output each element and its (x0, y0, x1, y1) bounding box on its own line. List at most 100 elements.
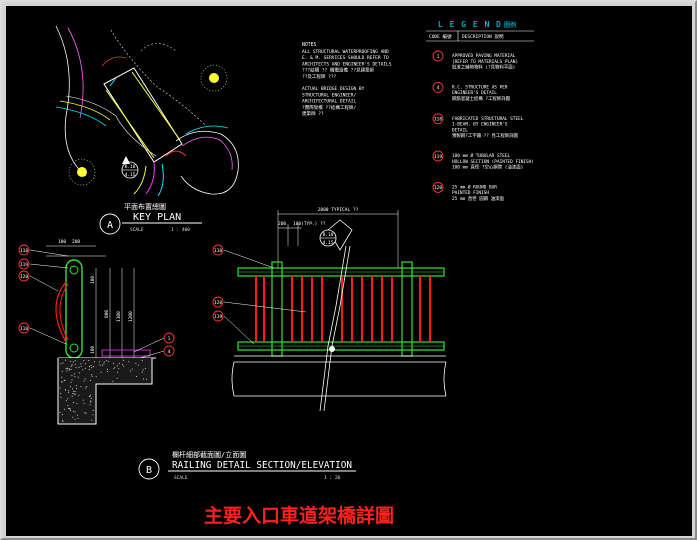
tree-symbol (68, 158, 96, 186)
concrete-hatch (59, 359, 147, 422)
elevation-tags: 118 120 119 (212, 244, 224, 322)
callout-tag: 120 (212, 296, 224, 308)
detail-title-cn: 欄杆細部截面圖/立面圖 (172, 450, 246, 459)
legend-item-line: DETAIL (452, 127, 468, 133)
legend-col-description: DESCRIPTION 說明 (462, 33, 504, 40)
cad-drawing-canvas[interactable]: B.10 4.15 A 平面布置總圖 KEY PLAN SCALE 1 : 40… (6, 6, 692, 536)
legend-item-line: R.C. STRUCTURE AS PER (452, 84, 508, 90)
callout-tag-label: 118 (20, 326, 29, 332)
dim-200: 200 (278, 221, 286, 227)
section-post (65, 259, 83, 359)
callout-tag: 119 (212, 310, 224, 322)
detail-callout-circle (138, 458, 160, 480)
notes-block: NOTES ALL STRUCTURAL WATERPROOFING ANDE.… (302, 42, 392, 117)
legend-item-line: (REFER TO MATERIALS PLAN) (452, 59, 518, 65)
detail-scale-value: 1 : 20 (324, 475, 341, 481)
detail-label: B (146, 465, 152, 476)
callout-tag-label: 118 (20, 248, 29, 254)
sec-dim-100a: 100 (90, 276, 96, 284)
key-plan-scale-label: SCALE (130, 227, 144, 233)
sec-dim-1200: 1200 (128, 311, 134, 322)
legend-title-cn: 圖例 (504, 21, 516, 29)
key-plan: B.10 4.15 A 平面布置總圖 KEY PLAN SCALE 1 : 40… (55, 25, 239, 235)
legend-item-line: 鋼筋混凝土結構 ?工程師詳圖 (452, 95, 511, 102)
sec-dim-1100: 1100 (116, 311, 122, 322)
notes-line: ACTUAL BRIDGE DESIGN BY (302, 86, 365, 92)
legend-item-code: 118 (434, 117, 442, 123)
legend-item-line: 100 mm Ø TUBULAR STEEL (452, 152, 511, 159)
elevation-section-marker: B.10 4.15 (319, 219, 353, 251)
detail-title: B 欄杆細部截面圖/立面圖 RAILING DETAIL SECTION/ELE… (138, 450, 356, 481)
callout-tag: 1 (163, 332, 175, 344)
legend-col-code: CODE 編號 (429, 33, 452, 40)
railing-elevation: 2000 TYPICAL ?? 200 100(TYP.) ?? B.10 4.… (212, 207, 447, 412)
key-plan-title: KEY PLAN (133, 212, 181, 223)
sec-dim-100: 100 (58, 239, 66, 245)
legend-item-code: 119 (434, 154, 442, 160)
drawing-title: 主要入口車道架橋詳圖 (204, 504, 394, 527)
section-tags-right: 14 (163, 332, 175, 357)
detail-title-text: RAILING DETAIL SECTION/ELEVATION (172, 460, 352, 471)
section-tags-left: 118 119 120 118 (18, 244, 30, 334)
legend-item-line: FABRICATED STRUCTURAL STEEL (452, 116, 524, 122)
notes-line: STRUCTURAL ENGINEER/ (302, 92, 356, 98)
cad-drawing: B.10 4.15 A 平面布置總圖 KEY PLAN SCALE 1 : 40… (18, 20, 534, 527)
callout-tag-label: 119 (214, 314, 223, 320)
section-mark-bottom: 4.15 (125, 172, 136, 178)
key-plan-callout-circle (99, 213, 121, 235)
callout-tag: 118 (212, 244, 224, 256)
railing-section: 100 200 100 800 1100 1200 100 1181191201… (18, 239, 175, 425)
dim-100-typ: 100(TYP.) ?? (293, 221, 326, 227)
legend-item-line: ENGINEER'S DETAIL (452, 90, 497, 96)
legend-item-line: PAINTED FINISH (452, 190, 489, 196)
legend-title: L E G E N D (438, 20, 502, 29)
legend-item-code: 120 (434, 185, 442, 191)
key-plan-title-cn: 平面布置總圖 (124, 202, 166, 211)
sec-dim-200: 200 (72, 239, 80, 245)
notes-line: ???結構 ?? 機電設備 ??見建築師 (302, 67, 375, 74)
tree-symbol (200, 64, 228, 92)
callout-tag-label: 1 (168, 336, 171, 342)
legend-item-code: 4 (437, 85, 440, 91)
callout-tag: 4 (163, 345, 175, 357)
legend-item-line: 100 mm 直徑 ?空心鋼管 (油漆面) (452, 164, 523, 171)
dim-typical: 2000 TYPICAL ?? (318, 207, 359, 213)
notes-line: ARCHITECTURAL DETAIL (302, 99, 356, 105)
notes-line: ALL STRUCTURAL WATERPROOFING AND (302, 49, 389, 55)
legend-item-line: I-BEAM, BY ENGINEER'S (452, 122, 508, 128)
notes-line: ARCHITECTS AND ENGINEER'S DETAILS (302, 61, 392, 67)
callout-tag-label: 4 (168, 349, 171, 355)
sec-dim-100b: 100 (90, 346, 96, 354)
callout-tag: 120 (18, 270, 30, 282)
detail-scale-label: SCALE (174, 475, 188, 481)
callout-tag-label: 120 (20, 274, 29, 280)
callout-tag-label: 118 (214, 248, 223, 254)
sec-dim-800: 800 (104, 310, 110, 318)
legend-item-line: 25 mm Ø ROUND BAR (452, 183, 497, 190)
key-plan-label: A (107, 220, 113, 231)
callout-tag: 119 (18, 258, 30, 270)
legend-item-line: 預製鋼?工字鐵 ?? 見工程師詳圖 (452, 132, 519, 139)
key-plan-section-marker: B.10 4.15 (121, 156, 139, 179)
elev-section-mark-top: B.10 (323, 232, 334, 238)
notes-line: ?實際架橋 ??結構工程師/ (302, 104, 356, 111)
legend-item-line: 批准之鋪地物料 (?見物料平面) (452, 64, 515, 71)
elev-section-mark-bottom: 4.15 (323, 240, 334, 246)
callout-tag-label: 119 (20, 262, 29, 268)
callout-tag-label: 120 (214, 300, 223, 306)
callout-tag: 118 (18, 322, 30, 334)
callout-tag: 118 (18, 244, 30, 256)
legend-item-line: HOLLOW SECTION (PAINTED FINISH) (452, 159, 534, 165)
notes-heading: NOTES (302, 42, 317, 48)
legend-item-code: 1 (437, 54, 440, 60)
legend-item-line: 25 mm 直徑 圓鋼 油漆面 (452, 195, 504, 202)
key-plan-scale-value: 1 : 400 (171, 227, 190, 233)
